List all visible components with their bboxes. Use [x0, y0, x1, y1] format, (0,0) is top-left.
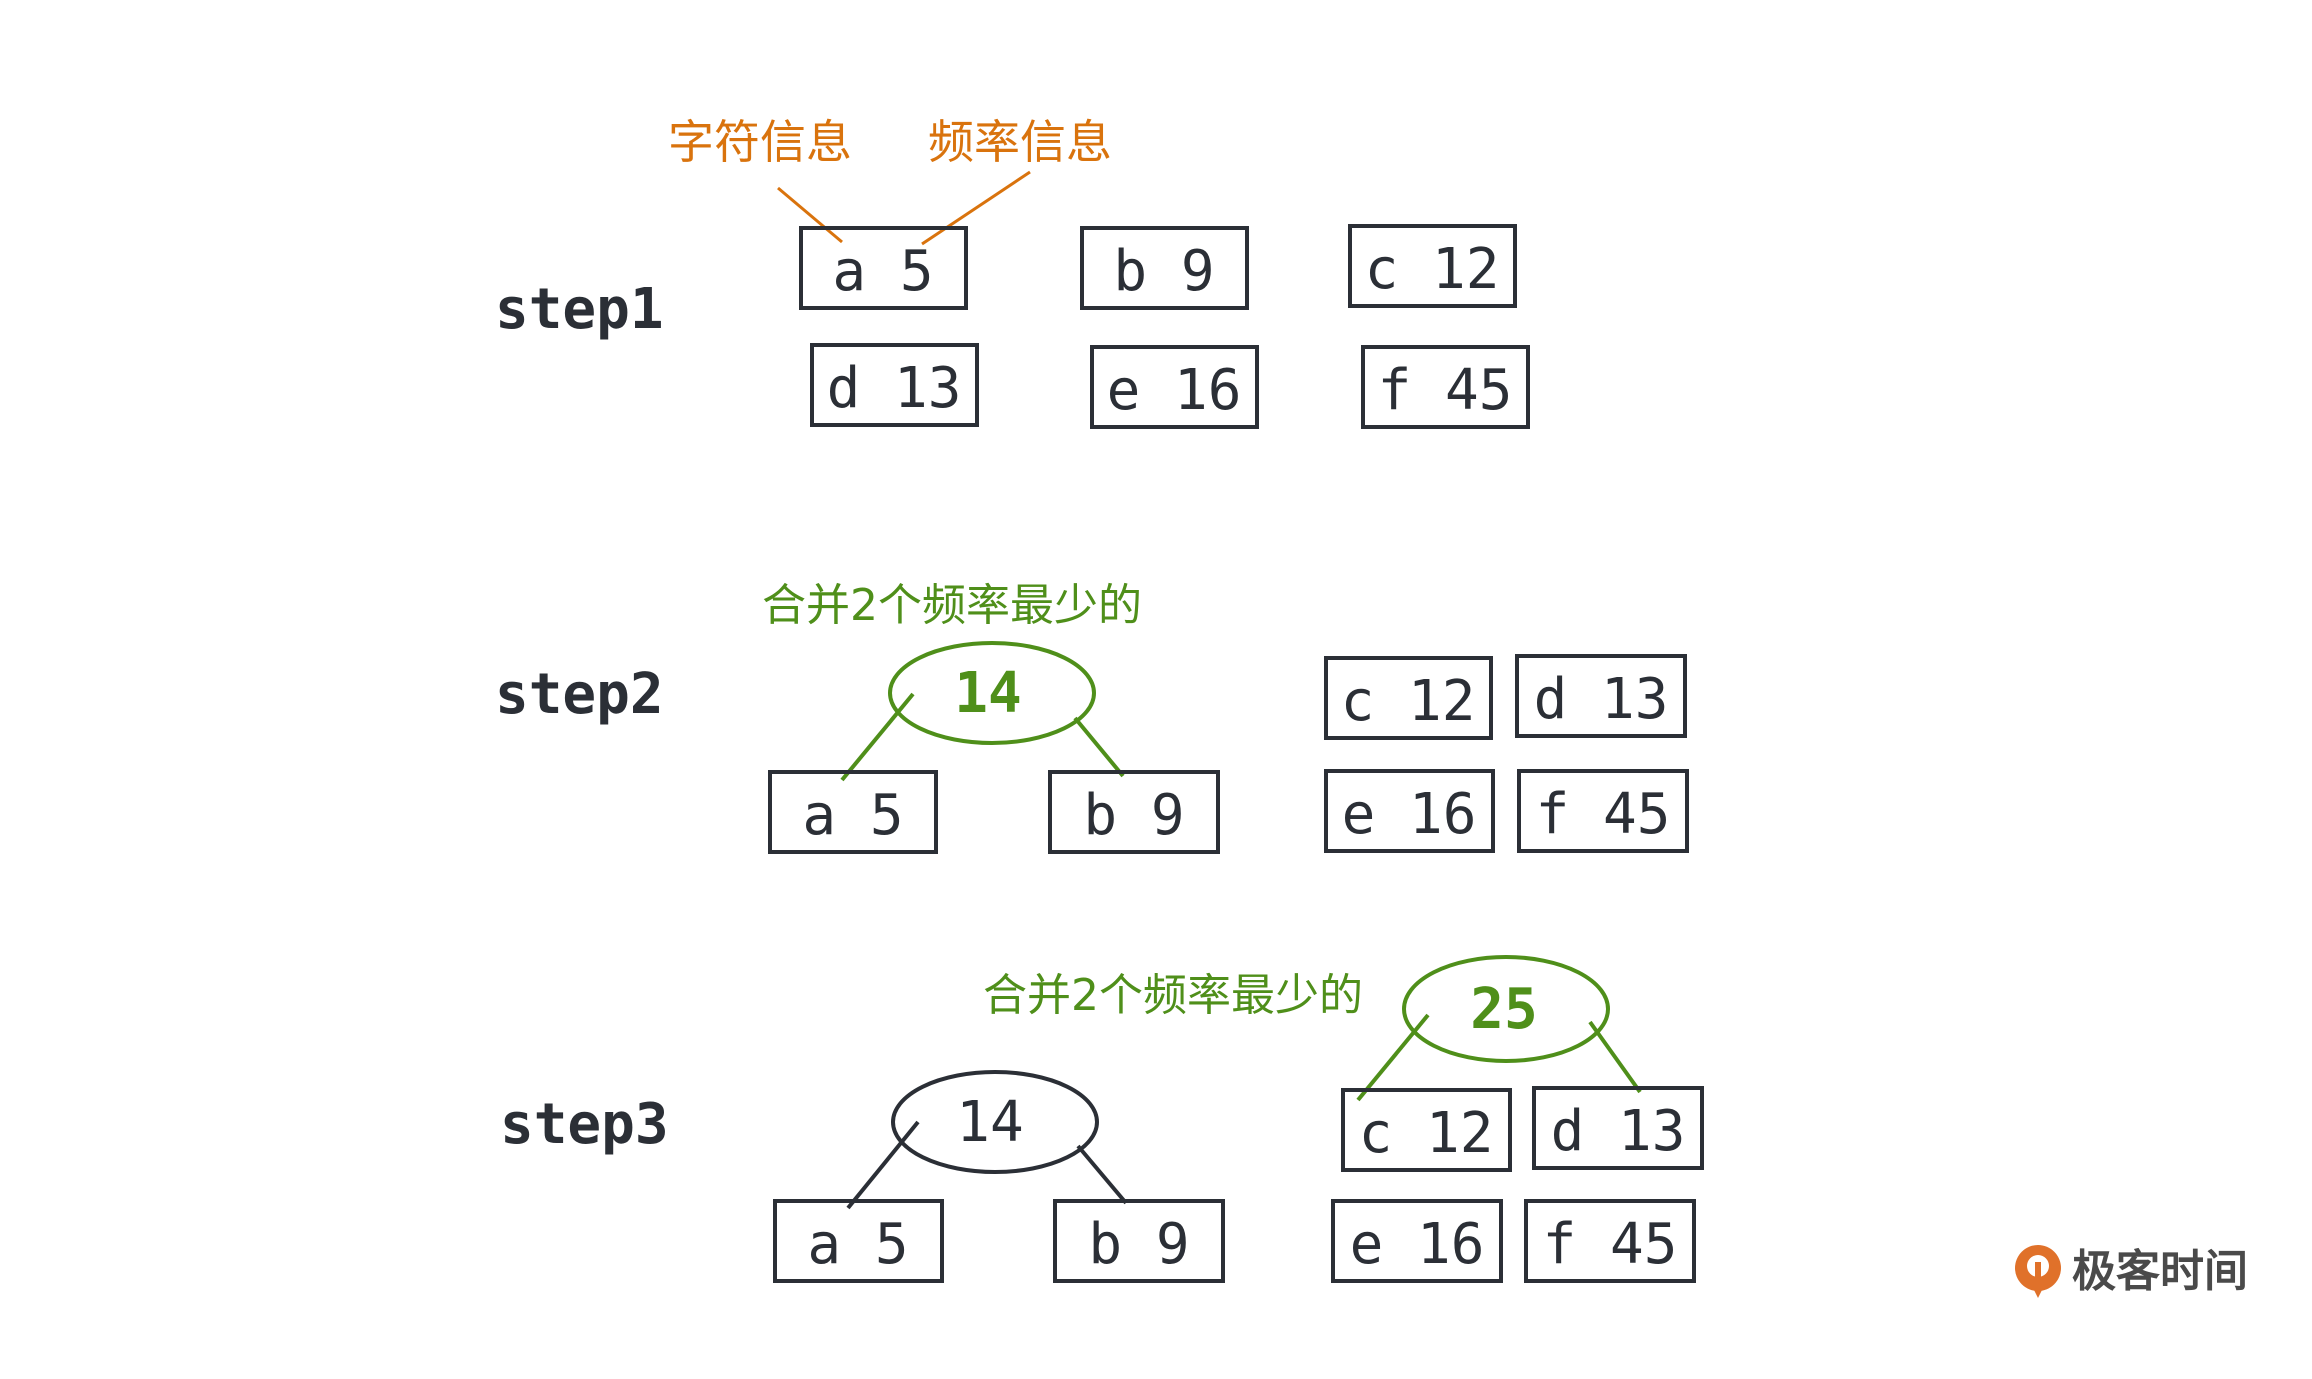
geektime-logo: 极客时间 [2015, 1245, 2248, 1298]
node-a5-label: a 5 [832, 239, 933, 304]
edge-14-b9-step3 [1076, 1144, 1128, 1205]
node-d13-step3-label: d 13 [1551, 1099, 1686, 1164]
node-a5-step3: a 5 [773, 1199, 944, 1283]
node-f45-label: f 45 [1378, 358, 1513, 423]
node-b9-step3: b 9 [1053, 1199, 1225, 1283]
node-e16-step3: e 16 [1331, 1199, 1503, 1283]
node-f45-step2-label: f 45 [1536, 782, 1671, 847]
node-a5-step2: a 5 [768, 770, 938, 854]
step2-label: step2 [495, 662, 664, 727]
node-b9-label: b 9 [1113, 239, 1214, 304]
node-a5-step2-label: a 5 [802, 783, 903, 848]
node-f45-step3-label: f 45 [1543, 1212, 1678, 1277]
node-b9-step2: b 9 [1048, 770, 1220, 854]
node-d13-step2: d 13 [1515, 654, 1687, 738]
char-info-pointer [777, 186, 843, 244]
node-e16-step3-label: e 16 [1350, 1212, 1485, 1277]
node-e16-step2-label: e 16 [1342, 782, 1477, 847]
node-d13-step2-label: d 13 [1534, 667, 1669, 732]
node-c12: c 12 [1348, 224, 1517, 308]
geektime-logo-icon [2015, 1245, 2061, 1298]
node-e16-step2: e 16 [1324, 769, 1495, 853]
node-c12-step3-label: c 12 [1359, 1101, 1494, 1166]
parent-node-14-step2: 14 [888, 641, 1096, 745]
merge-note-2: 合并2个频率最少的 [983, 970, 1363, 1021]
edge-14-a5-step2 [840, 692, 915, 782]
parent-node-14-step2-label: 14 [954, 661, 1021, 726]
node-b9-step3-label: b 9 [1088, 1212, 1189, 1277]
parent-node-25-step3: 25 [1402, 955, 1610, 1063]
step3-label: step3 [500, 1092, 669, 1157]
node-c12-step3: c 12 [1341, 1088, 1512, 1172]
node-a5-step3-label: a 5 [807, 1212, 908, 1277]
edge-14-a5-step3 [846, 1120, 920, 1210]
node-c12-label: c 12 [1365, 237, 1500, 302]
edge-25-d13-step3 [1588, 1020, 1642, 1094]
node-a5: a 5 [799, 226, 968, 310]
geektime-logo-text: 极客时间 [2072, 1246, 2248, 1297]
node-f45-step3: f 45 [1524, 1199, 1696, 1283]
parent-node-14-step3: 14 [891, 1070, 1099, 1174]
node-d13: d 13 [810, 343, 979, 427]
edge-14-b9-step2 [1073, 716, 1125, 778]
parent-node-25-step3-label: 25 [1470, 977, 1537, 1042]
parent-node-14-step3-label: 14 [956, 1090, 1023, 1155]
char-info-annotation: 字符信息 [668, 115, 852, 169]
node-f45: f 45 [1361, 345, 1530, 429]
node-e16-label: e 16 [1107, 358, 1242, 423]
node-f45-step2: f 45 [1517, 769, 1689, 853]
node-e16: e 16 [1090, 345, 1259, 429]
node-d13-step3: d 13 [1532, 1086, 1704, 1170]
step1-label: step1 [495, 277, 664, 342]
merge-note-1: 合并2个频率最少的 [762, 580, 1142, 631]
node-c12-step2-label: c 12 [1341, 669, 1476, 734]
node-c12-step2: c 12 [1324, 656, 1493, 740]
freq-info-annotation: 频率信息 [928, 115, 1112, 169]
edge-25-c12-step3 [1356, 1013, 1430, 1102]
freq-info-pointer [921, 170, 1031, 246]
node-b9-step2-label: b 9 [1083, 783, 1184, 848]
node-b9: b 9 [1080, 226, 1249, 310]
node-d13-label: d 13 [827, 356, 962, 421]
